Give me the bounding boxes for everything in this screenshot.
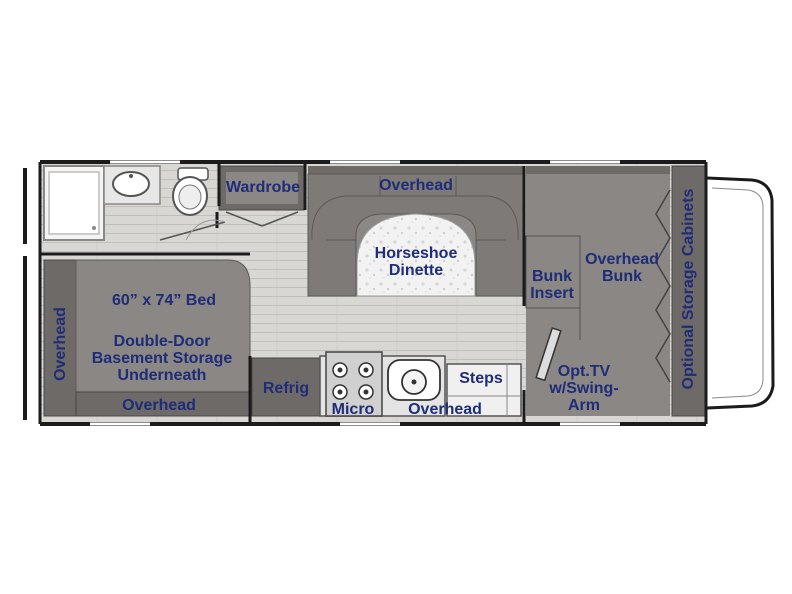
cab-area <box>525 166 671 416</box>
kitchen <box>251 351 522 417</box>
rear-overhead-label: Overhead <box>52 307 69 381</box>
microwave-label: Micro <box>331 401 375 418</box>
toilet <box>172 167 209 216</box>
bunk-insert-label: Bunk Insert <box>530 268 574 302</box>
entry-steps <box>446 363 522 417</box>
kitchen-overhead-label: Overhead <box>408 401 482 418</box>
bottom-overhead-label: Overhead <box>122 397 196 414</box>
rear-overhead-cabinet <box>43 259 77 417</box>
dinette-overhead-label: Overhead <box>379 177 453 194</box>
steps-label: Steps <box>459 370 503 387</box>
shower <box>48 171 100 235</box>
bedroom <box>43 259 251 417</box>
dinette-label: Horseshoe Dinette <box>374 245 458 279</box>
storage-cabinets-label: Optional Storage Cabinets <box>680 188 697 390</box>
windows <box>90 160 620 426</box>
overhead-bunk-label: Overhead Bunk <box>585 251 659 285</box>
dinette <box>307 166 524 297</box>
storage-cabinet-strip <box>671 165 707 417</box>
bathroom <box>43 165 226 241</box>
tv-label: Opt.TV w/Swing- Arm <box>549 363 619 414</box>
bunk-insert <box>525 235 581 309</box>
sink <box>112 171 150 197</box>
tv-mount <box>535 327 562 382</box>
range <box>325 351 383 417</box>
refrigerator-label: Refrig <box>262 380 310 397</box>
bed-size-label: 60” x 74” Bed <box>111 292 217 309</box>
dinette-table <box>356 213 476 297</box>
basement-storage-label: Double-Door Basement Storage Underneath <box>91 333 233 384</box>
windshield <box>706 176 775 410</box>
wardrobe-label: Wardrobe <box>225 179 301 196</box>
refrigerator <box>251 357 321 417</box>
